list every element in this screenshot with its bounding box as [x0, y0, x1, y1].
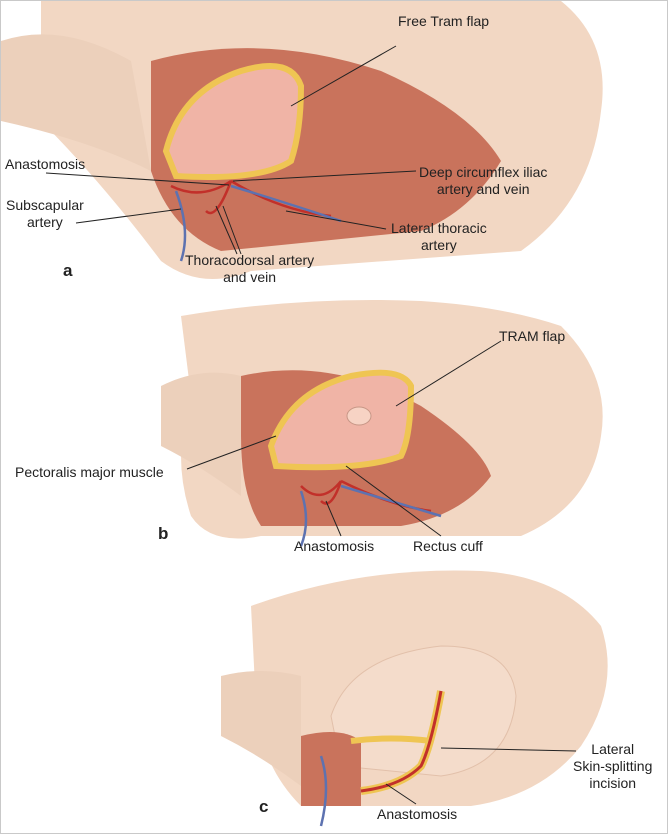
panel-letter-a: a	[63, 261, 73, 280]
illustration-panel-a	[1, 1, 603, 279]
label-line: Lateral	[591, 741, 635, 757]
label-line: Thoracodorsal artery	[185, 252, 315, 268]
label-line: incision	[589, 775, 637, 791]
label-line: artery and vein	[436, 181, 530, 197]
label-line: Skin-splitting	[573, 758, 653, 774]
vein	[299, 484, 442, 547]
umbilicus-island	[346, 406, 372, 426]
vein	[174, 184, 342, 262]
breast-mound	[330, 645, 517, 777]
label-deep-circumflex: Deep circumflex iliac artery and vein	[419, 164, 547, 198]
label-subscapular: Subscapular artery	[6, 197, 84, 231]
shoulder-skin	[1, 34, 151, 172]
flap	[162, 63, 305, 180]
illustration-panel-c	[221, 570, 608, 827]
flap-pedicle-core	[360, 690, 443, 793]
vein	[319, 755, 328, 827]
muscle	[301, 732, 361, 806]
label-line: Subscapular	[6, 197, 84, 213]
panel-letter-c: c	[259, 797, 269, 816]
label-line: Deep circumflex iliac	[419, 164, 548, 180]
label-thoracodorsal: Thoracodorsal artery and vein	[185, 252, 314, 286]
fat-border	[350, 735, 432, 744]
label-anastomosis-a: Anastomosis	[5, 156, 86, 172]
flap	[267, 369, 415, 471]
label-skin-splitting-incision: Lateral Skin-splitting incision	[573, 741, 652, 792]
leader-lines	[45, 45, 417, 255]
panel-letter-b: b	[158, 524, 169, 543]
label-pectoralis-major: Pectoralis major muscle	[15, 464, 164, 480]
label-anastomosis-b: Anastomosis	[294, 538, 375, 554]
shoulder-skin	[161, 372, 241, 496]
label-line: and vein	[223, 269, 277, 285]
leader-lines	[186, 340, 502, 537]
label-lateral-thoracic: Lateral thoracic artery	[391, 220, 487, 254]
shoulder-skin	[221, 671, 301, 786]
label-tram-flap: TRAM flap	[499, 328, 566, 344]
label-line: artery	[420, 237, 457, 253]
illustration-panel-b	[161, 300, 603, 547]
label-line: artery	[27, 214, 63, 230]
leader-lines	[385, 747, 577, 805]
label-rectus-cuff: Rectus cuff	[413, 538, 483, 554]
label-line: Lateral thoracic	[391, 220, 487, 236]
label-anastomosis-c: Anastomosis	[377, 806, 458, 822]
label-free-tram-flap: Free Tram flap	[398, 13, 490, 29]
